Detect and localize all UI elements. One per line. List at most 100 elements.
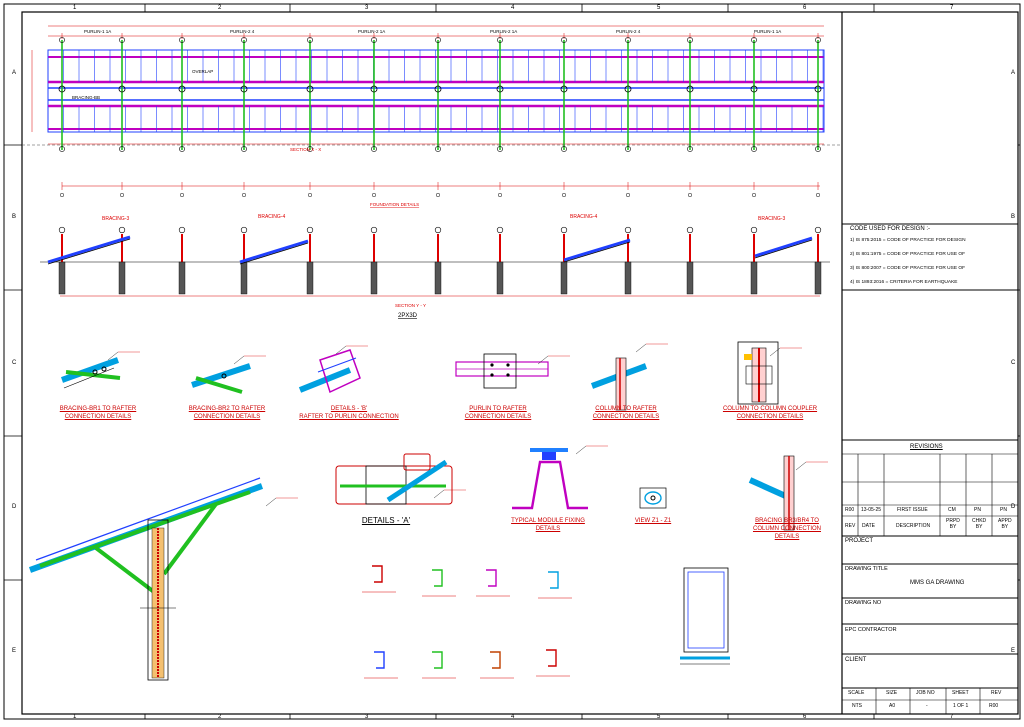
elevation-pile — [814, 261, 822, 295]
elevation-grid-bubble — [306, 226, 314, 234]
notes-title: CODE USED FOR DESIGN :- — [850, 226, 931, 232]
grid-column-3-top: 3 — [365, 5, 369, 11]
elevation-grid-bubble — [814, 226, 822, 234]
elevation-grid-bubble — [178, 226, 186, 234]
plan-grid-bubble — [751, 37, 757, 43]
caption-bracing-br3-br4: BRACING BR3/BR4 TO COLUMN CONNECTION DET… — [752, 518, 821, 540]
callout-leader — [433, 489, 445, 499]
elevation-pile — [686, 261, 694, 295]
caption-module-fixing: TYPICAL MODULE FIXING DETAILS — [511, 518, 585, 532]
grid-column-1-top: 1 — [73, 5, 77, 11]
plan-grid-bubble — [307, 146, 313, 152]
rev-row-prpd: CM — [948, 507, 956, 513]
grid-ticks — [4, 4, 1020, 719]
rev-header-appd: APPD BY — [998, 518, 1012, 530]
notes-item-3: 3) IS 800:2007 = CODE OF PRACTICE FOR US… — [850, 266, 966, 271]
callout-leader — [635, 343, 647, 353]
grid-row-A-left: A — [12, 70, 17, 76]
notes-item-2: 2) IS 801:1975 = CODE OF PRACTICE FOR US… — [850, 252, 966, 257]
plan-grid-bubble — [687, 37, 693, 43]
elevation-pile — [118, 261, 126, 295]
bracing-label-3: BRACING-4 — [570, 214, 597, 220]
drawing-no-label: DRAWING NO — [845, 600, 882, 606]
caption-purlin-rafter: PURLIN TO RAFTER CONNECTION DETAILS — [464, 406, 532, 420]
section-shape — [486, 569, 497, 587]
callout-leader — [795, 461, 807, 471]
plan-column-marker — [240, 85, 248, 93]
foundation-dimensions: FOUNDATION DETAILS — [59, 182, 821, 207]
detail-main-section — [28, 477, 264, 681]
caption-bracing-br2: BRACING-BR2 TO RAFTER CONNECTION DETAILS — [188, 406, 266, 420]
inner-frame — [21, 11, 1019, 715]
plan-grid-bubble — [371, 146, 377, 152]
notes-item-4: 4) IS 1893:2016 = CRITERIA FOR EARTHQUAK… — [850, 280, 958, 285]
plan-purlin-label-3: PURLIN-2 1A — [358, 29, 386, 34]
sheet-value: 1 OF 1 — [953, 703, 969, 709]
scale-label: SCALE — [848, 690, 865, 696]
elevation-grid-bubble — [560, 226, 568, 234]
size-value: A0 — [889, 703, 896, 709]
detail-a — [335, 453, 453, 505]
size-label: SIZE — [886, 690, 898, 696]
plan-column-marker — [686, 85, 694, 93]
rev-row-appd: PN — [1000, 507, 1007, 513]
plan-columns — [58, 37, 822, 152]
rev-row-chkd: PN — [974, 507, 981, 513]
elevation-pile — [306, 261, 314, 295]
section-shape — [548, 571, 559, 589]
detail-b-rafter-purlin — [298, 349, 361, 394]
detail-column-rafter — [590, 357, 648, 411]
plan-grid-bubble — [241, 37, 247, 43]
scale-value: NTS — [852, 703, 862, 709]
plan-grid-bubble — [497, 146, 503, 152]
callout-leader — [107, 351, 119, 361]
grid-column-7-top: 7 — [950, 5, 954, 11]
grid-column-4-bottom: 4 — [511, 714, 515, 720]
plan-grid-bubble — [179, 37, 185, 43]
caption-detail-b: DETAILS - 'B' RAFTER TO PURLIN CONNECTIO… — [299, 406, 399, 420]
rev-row-date: 13-05-25 — [861, 507, 882, 513]
detail-bracing-br3-br4 — [748, 455, 795, 531]
grid-row-B-left: B — [12, 214, 17, 220]
outer-frame — [3, 3, 1021, 720]
elevation-view: SECTION Y - Y 2PX3D BRACING-3 BRACING-4 … — [40, 214, 830, 319]
elevation-subtitle: 2PX3D — [398, 313, 418, 319]
drawing-title: MMS GA DRAWING — [910, 580, 965, 586]
bracing-label-4: BRACING-3 — [758, 216, 785, 222]
grid-row-D-left: D — [12, 504, 17, 510]
plan-purlin-label-5: PURLIN-2 4 — [616, 29, 641, 34]
plan-module-grid — [47, 50, 824, 132]
caption-bracing-br1: BRACING-BR1 TO RAFTER CONNECTION DETAILS — [59, 406, 137, 420]
elevation-pile — [496, 261, 504, 295]
detail-view-z1 — [639, 487, 667, 509]
plan-grid-bubble — [815, 37, 821, 43]
plan-grid-bubble — [241, 146, 247, 152]
plan-column-marker — [370, 85, 378, 93]
plan-overlap-label: OVERLAP — [192, 69, 214, 74]
section-shape — [432, 569, 443, 587]
grid-column-4-top: 4 — [511, 5, 515, 11]
plan-column-marker — [814, 85, 822, 93]
plan-grid-bubble — [119, 146, 125, 152]
job-value: - — [926, 703, 928, 709]
grid-row-C-left: C — [12, 360, 17, 366]
foundation-label: FOUNDATION DETAILS — [370, 202, 419, 207]
elevation-pile — [178, 261, 186, 295]
plan-column-marker — [306, 85, 314, 93]
rev-value: R00 — [989, 703, 999, 709]
plan-grid-bubble — [687, 146, 693, 152]
detail-baseplate — [680, 567, 730, 665]
plan-column-marker — [434, 85, 442, 93]
section-shape — [546, 649, 557, 667]
elevation-pile — [750, 261, 758, 295]
rev-header-rev: REV — [845, 523, 856, 529]
revisions-title: REVISIONS — [910, 444, 943, 450]
elevation-pile — [624, 261, 632, 295]
elevation-grid-bubble — [434, 226, 442, 234]
rev-label: REV — [991, 690, 1002, 696]
plan-grid-bubble — [119, 37, 125, 43]
rev-row-description: FIRST ISSUE — [897, 507, 928, 513]
grid-row-A-right: A — [1011, 70, 1016, 76]
